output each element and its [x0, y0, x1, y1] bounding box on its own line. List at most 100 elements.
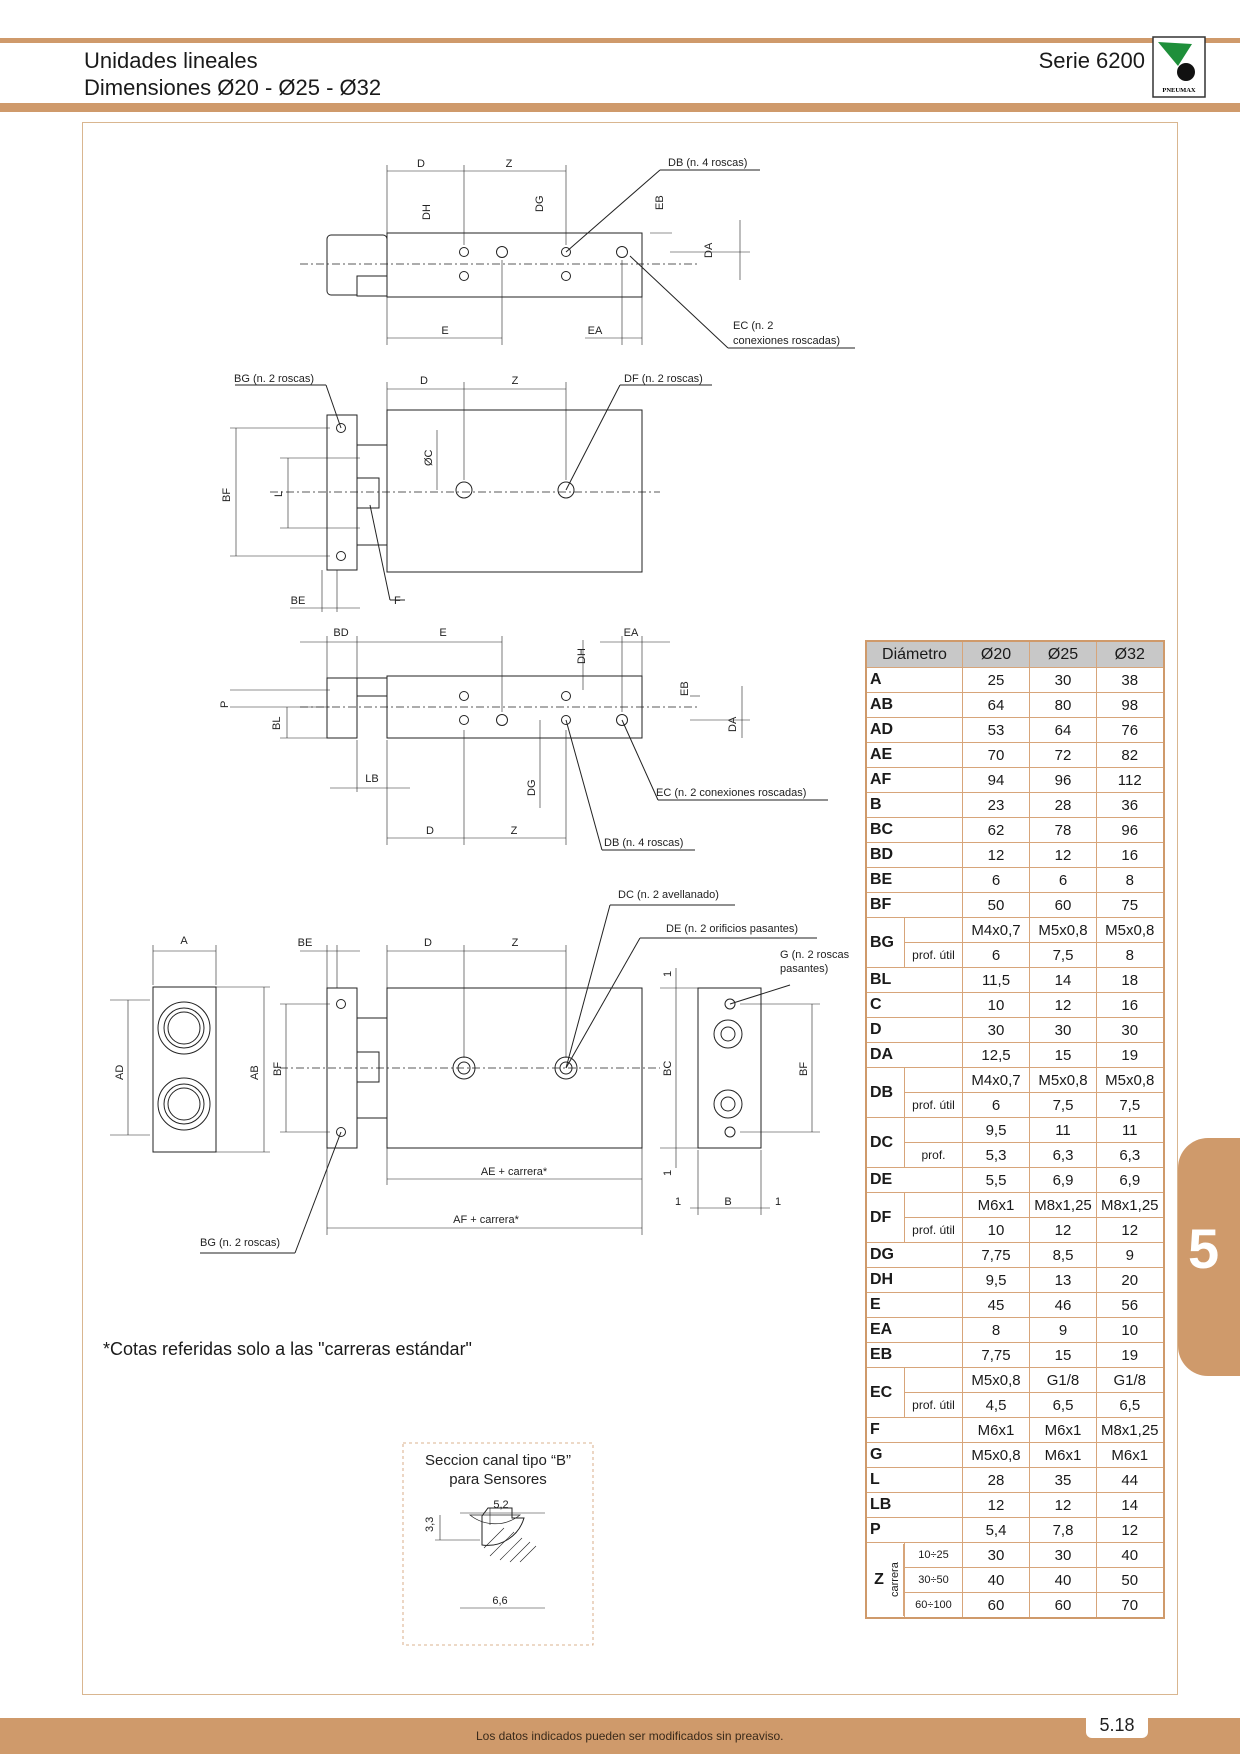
stroke-range: 60÷100	[904, 1592, 963, 1619]
cell: M5x0,8	[962, 1367, 1030, 1393]
cell: M6x1	[962, 1192, 1030, 1218]
page-subtitle: Dimensiones Ø20 - Ø25 - Ø32	[84, 75, 382, 100]
header-diametro: Diámetro	[865, 640, 963, 668]
v4-label-AE: AE + carrera*	[481, 1166, 548, 1178]
v4-label-DE: DE (n. 2 orificios pasantes)	[666, 923, 798, 935]
v4-label-DC: DC (n. 2 avellanado)	[618, 889, 719, 901]
cell: 7,5	[1096, 1092, 1164, 1118]
v3-label-LB: LB	[365, 773, 378, 785]
cell: 12	[1029, 1492, 1097, 1518]
cell: 15	[1029, 1042, 1097, 1068]
v3-label-BD: BD	[333, 627, 348, 639]
footer-bar: Los datos indicados pueden ser modificad…	[0, 1712, 1240, 1754]
v3-label-E: E	[439, 627, 446, 639]
cell: M5x0,8	[1096, 1067, 1164, 1093]
cell: 72	[1029, 742, 1097, 768]
cell: 6,3	[1029, 1142, 1097, 1168]
v4-label-BF: BF	[272, 1062, 284, 1076]
row-subcaption: prof. útil	[904, 1092, 963, 1118]
cell: 30	[1029, 1542, 1097, 1568]
row-code: Z	[874, 1571, 884, 1588]
v4-label-G2: pasantes)	[780, 963, 828, 975]
v4-label-AB: AB	[249, 1065, 261, 1080]
row-code: B	[865, 792, 963, 818]
v4-label-BF2: BF	[798, 1062, 810, 1076]
v3-label-DB: DB (n. 4 roscas)	[604, 837, 683, 849]
cell: 98	[1096, 692, 1164, 718]
v1-label-DB: DB (n. 4 roscas)	[668, 157, 747, 169]
cell: M4x0,7	[962, 1067, 1030, 1093]
cell: 7,8	[1029, 1517, 1097, 1543]
cell: G1/8	[1096, 1367, 1164, 1393]
cell: 11,5	[962, 967, 1030, 993]
carrera-label: carrera	[887, 1544, 904, 1616]
section-label-h1: 3,3	[424, 1517, 436, 1532]
cell: 94	[962, 767, 1030, 793]
cell: 6	[962, 867, 1030, 893]
cell: 18	[1096, 967, 1164, 993]
cell: 28	[962, 1467, 1030, 1493]
cell: 35	[1029, 1467, 1097, 1493]
cell: 28	[1029, 792, 1097, 818]
row-code: BD	[865, 842, 963, 868]
cell: 30	[1029, 667, 1097, 693]
cell: 44	[1096, 1467, 1164, 1493]
cell: 56	[1096, 1292, 1164, 1318]
row-subcaption: prof. útil	[904, 942, 963, 968]
cell: 8	[1096, 867, 1164, 893]
v3-label-DA: DA	[727, 716, 739, 732]
section-title-2: para Sensores	[449, 1471, 547, 1488]
section-title-1: Seccion canal tipo “B”	[425, 1452, 571, 1469]
cell: 62	[962, 817, 1030, 843]
cell: 7,5	[1029, 1092, 1097, 1118]
cell: 12	[1029, 842, 1097, 868]
v3-label-D: D	[426, 825, 434, 837]
cell: 30	[962, 1542, 1030, 1568]
cell: 6,9	[1029, 1167, 1097, 1193]
row-subcaption: prof. útil	[904, 1217, 963, 1243]
cell: 30	[1096, 1017, 1164, 1043]
cell: 5,3	[962, 1142, 1030, 1168]
row-code: AE	[865, 742, 963, 768]
cell: 12	[1096, 1517, 1164, 1543]
row-code: AF	[865, 767, 963, 793]
table-header-row: Diámetro Ø20 Ø25 Ø32	[865, 640, 1164, 668]
cell: 5,4	[962, 1517, 1030, 1543]
chapter-number: 5	[1188, 1217, 1220, 1280]
cell: 6	[962, 1092, 1030, 1118]
cell: 6,5	[1096, 1392, 1164, 1418]
header-d20: Ø20	[962, 640, 1030, 668]
v2-label-OC: ØC	[423, 449, 435, 466]
v4-label-BE: BE	[298, 937, 313, 949]
row-subcaption: prof. útil	[904, 1392, 963, 1418]
cell: 6	[962, 942, 1030, 968]
cell: 11	[1096, 1117, 1164, 1143]
cell: 20	[1096, 1267, 1164, 1293]
cell: 12	[962, 1492, 1030, 1518]
cell: 40	[1096, 1542, 1164, 1568]
cell: 80	[1029, 692, 1097, 718]
row-code: C	[865, 992, 963, 1018]
row-subcaption: prof.	[904, 1142, 963, 1168]
row-code: L	[865, 1467, 963, 1493]
v2-label-L: L	[273, 491, 285, 497]
cell: 96	[1029, 767, 1097, 793]
row-code: AB	[865, 692, 963, 718]
v1-label-DG: DG	[534, 196, 546, 213]
cell: 12	[1096, 1217, 1164, 1243]
v4-label-B: B	[724, 1196, 731, 1208]
